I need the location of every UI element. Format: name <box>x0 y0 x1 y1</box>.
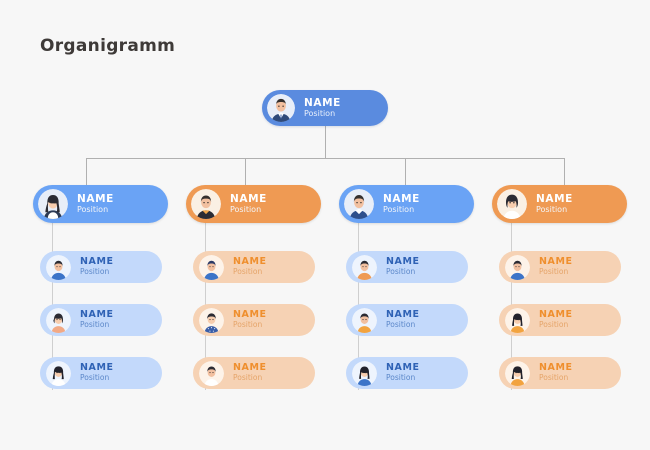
org-node-labels: NAME Position <box>386 309 420 330</box>
page-title: Organigramm <box>40 36 176 56</box>
org-node-position: Position <box>386 373 416 383</box>
org-node-col1-report-1[interactable]: NAME Position <box>193 304 315 336</box>
org-node-col1-head[interactable]: NAME Position <box>186 185 321 223</box>
org-node-labels: NAME Position <box>77 193 114 214</box>
avatar-woman-curly-hair <box>497 189 527 219</box>
org-node-root[interactable]: NAME Position <box>262 90 388 126</box>
org-node-name: NAME <box>304 97 341 110</box>
org-node-col2-report-0[interactable]: NAME Position <box>346 251 468 283</box>
org-node-name: NAME <box>386 309 420 321</box>
connector-spine-col-0 <box>52 215 53 390</box>
org-node-labels: NAME Position <box>539 256 573 277</box>
org-node-name: NAME <box>539 256 573 268</box>
org-node-position: Position <box>80 320 110 330</box>
org-node-name: NAME <box>233 362 267 374</box>
avatar-woman-dark-hair-white-top <box>46 360 71 386</box>
org-node-col3-report-2[interactable]: NAME Position <box>499 357 621 389</box>
org-node-col1-report-2[interactable]: NAME Position <box>193 357 315 389</box>
org-node-name: NAME <box>80 256 114 268</box>
avatar-woman-orange-top <box>505 360 530 386</box>
org-node-position: Position <box>386 320 416 330</box>
org-node-position: Position <box>383 205 415 215</box>
org-node-labels: NAME Position <box>386 362 420 383</box>
avatar-man-collar-shirt <box>344 189 374 219</box>
org-node-position: Position <box>80 373 110 383</box>
connector-drop-col-2 <box>405 158 406 185</box>
org-node-labels: NAME Position <box>80 362 114 383</box>
org-node-position: Position <box>539 373 569 383</box>
org-node-position: Position <box>386 267 416 277</box>
org-node-labels: NAME Position <box>230 193 267 214</box>
org-node-name: NAME <box>80 309 114 321</box>
org-node-labels: NAME Position <box>539 309 573 330</box>
org-node-col2-head[interactable]: NAME Position <box>339 185 474 223</box>
avatar-man-white-shirt <box>199 360 224 386</box>
org-node-col0-report-0[interactable]: NAME Position <box>40 251 162 283</box>
avatar-man-orange-sweater <box>352 307 377 333</box>
org-node-name: NAME <box>386 256 420 268</box>
org-node-col0-head[interactable]: NAME Position <box>33 185 168 223</box>
org-node-col3-report-1[interactable]: NAME Position <box>499 304 621 336</box>
connector-root-stem <box>325 126 326 158</box>
connector-drop-col-1 <box>245 158 246 185</box>
org-node-labels: NAME Position <box>536 193 573 214</box>
avatar-man-blue-shirt <box>505 254 530 280</box>
connector-drop-col-3 <box>564 158 565 185</box>
org-node-position: Position <box>233 267 263 277</box>
org-node-position: Position <box>80 267 110 277</box>
org-node-labels: NAME Position <box>304 97 341 118</box>
avatar-woman-bob-haircut <box>46 307 71 333</box>
org-node-position: Position <box>539 267 569 277</box>
org-node-name: NAME <box>233 309 267 321</box>
connector-drop-col-0 <box>86 158 87 185</box>
org-node-col2-report-1[interactable]: NAME Position <box>346 304 468 336</box>
avatar-man-suit-tie <box>267 94 295 122</box>
org-node-name: NAME <box>230 193 267 206</box>
avatar-man-blue-sweater <box>199 254 224 280</box>
org-node-labels: NAME Position <box>80 309 114 330</box>
avatar-woman-polka-dot-top <box>199 307 224 333</box>
org-node-name: NAME <box>536 193 573 206</box>
avatar-woman-blue-top <box>352 360 377 386</box>
org-node-col0-report-1[interactable]: NAME Position <box>40 304 162 336</box>
org-node-position: Position <box>233 373 263 383</box>
org-node-labels: NAME Position <box>386 256 420 277</box>
connector-horizontal-bus <box>86 158 564 159</box>
avatar-woman-long-hair-orange <box>505 307 530 333</box>
org-node-col0-report-2[interactable]: NAME Position <box>40 357 162 389</box>
org-node-col3-head[interactable]: NAME Position <box>492 185 627 223</box>
avatar-man-blue-shirt <box>46 254 71 280</box>
avatar-man-orange-shirt <box>352 254 377 280</box>
org-node-labels: NAME Position <box>233 309 267 330</box>
org-node-name: NAME <box>386 362 420 374</box>
connector-spine-col-1 <box>205 215 206 390</box>
org-node-col2-report-2[interactable]: NAME Position <box>346 357 468 389</box>
connector-spine-col-3 <box>511 215 512 390</box>
org-node-name: NAME <box>80 362 114 374</box>
org-node-position: Position <box>233 320 263 330</box>
org-node-labels: NAME Position <box>80 256 114 277</box>
connector-spine-col-2 <box>358 215 359 390</box>
org-node-col1-report-0[interactable]: NAME Position <box>193 251 315 283</box>
org-node-position: Position <box>77 205 109 215</box>
avatar-man-dark-top <box>191 189 221 219</box>
org-node-labels: NAME Position <box>233 362 267 383</box>
org-node-position: Position <box>536 205 568 215</box>
org-node-position: Position <box>304 109 336 119</box>
org-node-col3-report-0[interactable]: NAME Position <box>499 251 621 283</box>
org-node-labels: NAME Position <box>233 256 267 277</box>
org-node-labels: NAME Position <box>539 362 573 383</box>
org-node-name: NAME <box>539 362 573 374</box>
org-node-position: Position <box>230 205 262 215</box>
org-node-labels: NAME Position <box>383 193 420 214</box>
org-node-name: NAME <box>539 309 573 321</box>
org-node-name: NAME <box>383 193 420 206</box>
org-node-name: NAME <box>233 256 267 268</box>
org-node-name: NAME <box>77 193 114 206</box>
org-node-position: Position <box>539 320 569 330</box>
avatar-woman-long-dark-hair <box>38 189 68 219</box>
